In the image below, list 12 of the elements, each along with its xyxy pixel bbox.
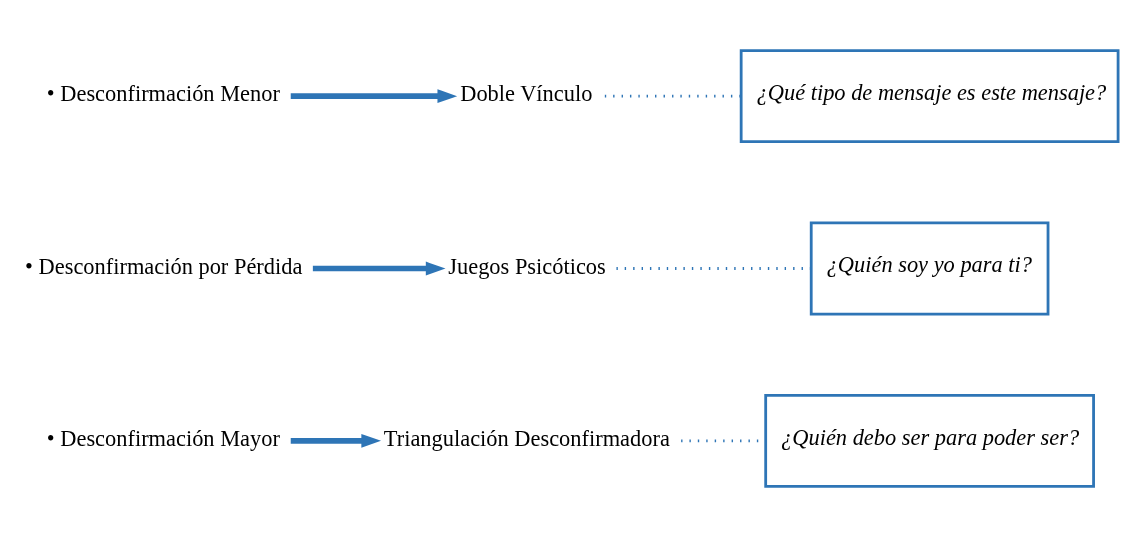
- node-text: • Desconfirmación por Pérdida: [25, 253, 303, 279]
- node-text: • Desconfirmación Menor: [46, 80, 280, 106]
- node-text: Triangulación Desconfirmadora: [383, 425, 670, 451]
- node-box: ¿Quién debo ser para poder ser?: [764, 393, 1095, 488]
- node-text: • Desconfirmación Mayor: [46, 425, 280, 451]
- arrow: [290, 88, 458, 103]
- arrow: [312, 261, 446, 275]
- arrow: [290, 433, 382, 448]
- node-text: Doble Vínculo: [460, 80, 593, 106]
- node-box: ¿Quién soy yo para ti?: [809, 221, 1050, 315]
- node-box: ¿Qué tipo de mensaje es este mensaje?: [739, 48, 1120, 143]
- node-text: Juegos Psicóticos: [448, 253, 606, 279]
